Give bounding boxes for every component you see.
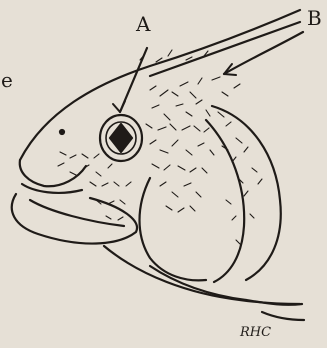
preopercle-outline — [140, 178, 207, 280]
pointer-arrow-b — [224, 32, 303, 74]
label-b: B — [307, 8, 322, 28]
snout-outline — [20, 160, 86, 186]
pupil — [110, 124, 132, 152]
head-dorsal-inner-outline — [150, 22, 300, 76]
arrowhead-a — [113, 101, 125, 112]
nostril — [60, 130, 64, 134]
pectoral-spine — [262, 312, 304, 320]
cropped-text-fragment: e — [1, 70, 13, 90]
opercle-inner-outline — [206, 120, 244, 282]
label-a: A — [136, 14, 150, 34]
artist-signature: RHC — [240, 326, 271, 339]
